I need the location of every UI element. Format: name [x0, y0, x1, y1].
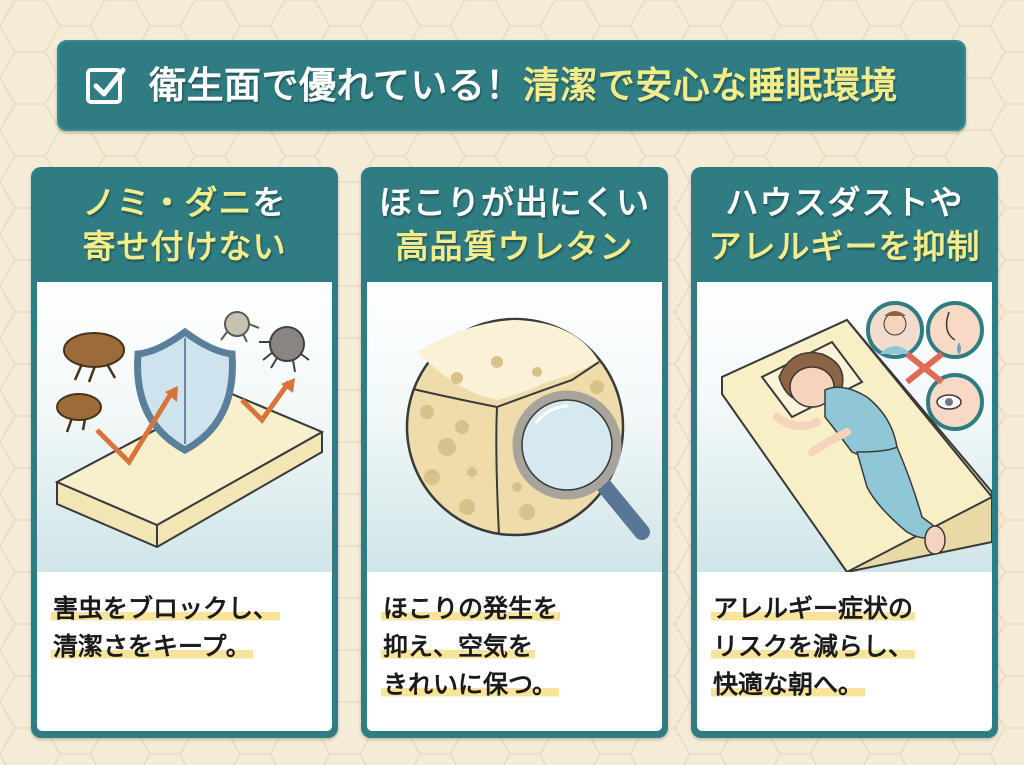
description-line: 害虫をブロックし、: [51, 594, 281, 623]
description-line: アレルギー症状の: [711, 594, 916, 623]
foam-magnifier-illustration: [367, 282, 662, 572]
heading-text: ハウスダストや: [725, 182, 964, 222]
flea-icon: [63, 332, 125, 383]
card-low-dust-urethane: ほこりが出にくい 高品質ウレタン: [361, 167, 668, 738]
card-description: アレルギー症状の リスクを減らし、 快適な朝へ。: [711, 590, 991, 704]
sneezing-person-icon: [866, 301, 924, 359]
title-banner: 衛生面で優れている！清潔で安心な睡眠環境: [57, 40, 966, 131]
magnifier-icon: [512, 390, 650, 540]
sleeping-woman-icon: [773, 352, 946, 555]
description-line: きれいに保つ。: [381, 670, 560, 699]
card-description: 害虫をブロックし、 清潔さをキープ。: [51, 590, 331, 666]
heading-text: ほこりが出にくい: [378, 182, 651, 222]
mattress-shield-illustration: [37, 282, 332, 572]
banner-title-main: 衛生面で優れている！: [149, 64, 523, 107]
heading-text: 寄せ付けない: [82, 226, 287, 266]
dust-mite-icon: [220, 311, 260, 343]
description-line: 抑え、空気を: [381, 632, 536, 661]
cross-mark-icon: [905, 351, 944, 385]
description-line: ほこりの発生を: [381, 594, 561, 623]
card-heading: ノミ・ダニを 寄せ付けない: [31, 167, 338, 282]
card-heading: ほこりが出にくい 高品質ウレタン: [361, 167, 668, 282]
card-description: ほこりの発生を 抑え、空気を きれいに保つ。: [381, 590, 661, 704]
heading-text: を: [252, 182, 287, 222]
card-pest-block: ノミ・ダニを 寄せ付けない: [31, 167, 338, 738]
description-line: 快適な朝へ。: [711, 670, 866, 699]
sleeping-woman-illustration: [697, 282, 992, 572]
banner-title: 衛生面で優れている！清潔で安心な睡眠環境: [149, 40, 898, 131]
banner-title-highlight: 清潔で安心な睡眠環境: [522, 64, 898, 107]
heading-text: 高品質ウレタン: [395, 226, 634, 266]
heading-text: アレルギーを抑制: [708, 226, 981, 266]
description-line: 清潔さをキープ。: [51, 632, 253, 661]
runny-nose-icon: [926, 301, 984, 359]
card-heading: ハウスダストや アレルギーを抑制: [691, 167, 998, 282]
checkbox-checked-icon: [86, 67, 126, 104]
itchy-eye-icon: [926, 373, 984, 431]
card-allergy-reduction: ハウスダストや アレルギーを抑制: [691, 167, 998, 738]
description-line: リスクを減らし、: [711, 632, 916, 661]
heading-text: ノミ・ダニ: [82, 182, 253, 222]
flea-icon: [56, 393, 102, 433]
dust-mite-icon: [259, 326, 310, 373]
